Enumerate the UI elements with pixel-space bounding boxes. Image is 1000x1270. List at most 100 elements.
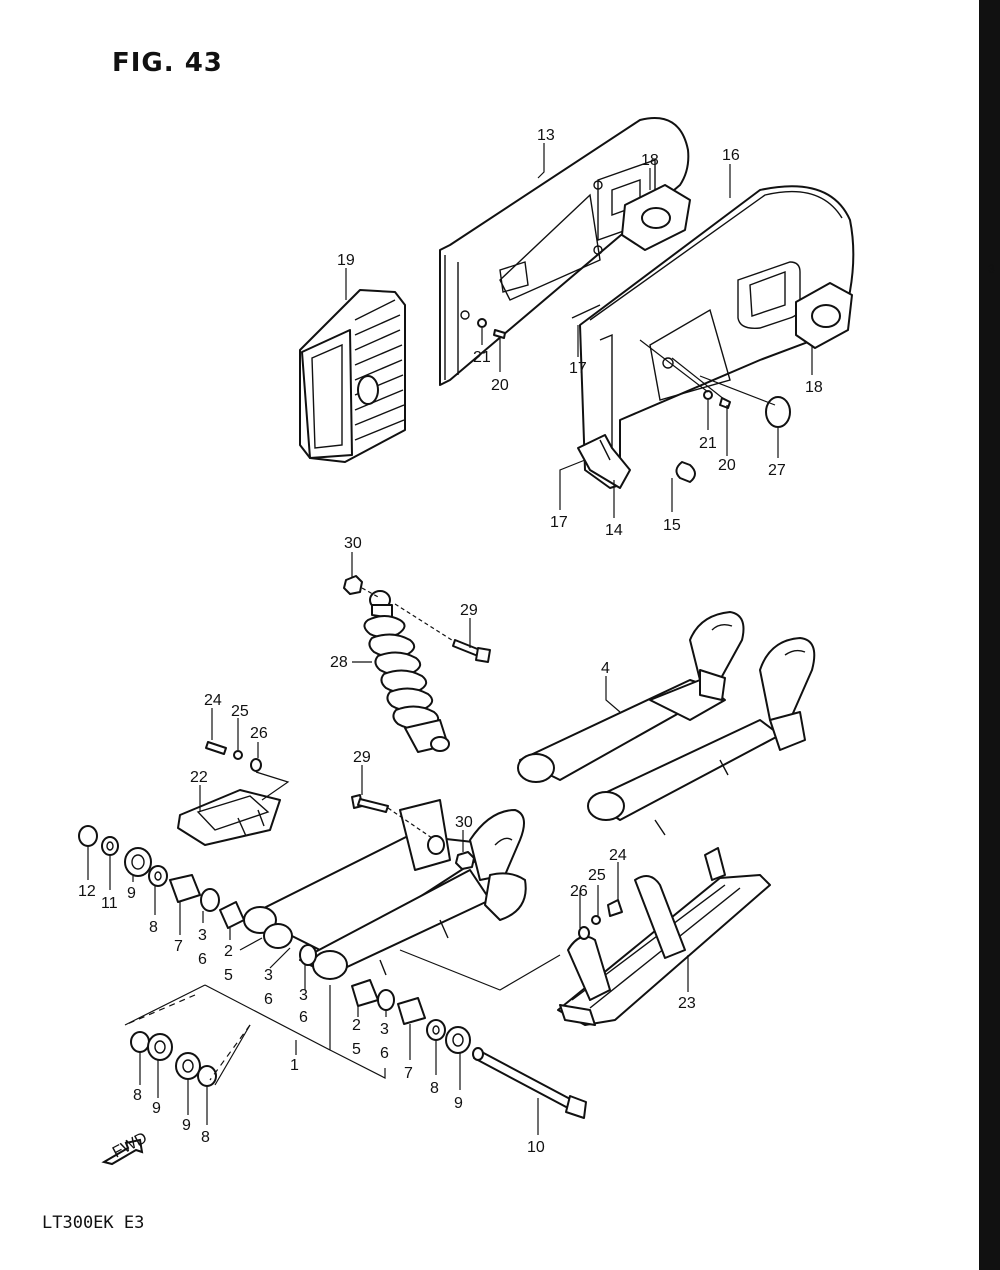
fwd-arrow-icon: FWD	[101, 1129, 150, 1166]
part-28-shock-absorber	[363, 590, 450, 753]
part-26-collar-lower	[578, 926, 590, 940]
callout-30: 30	[344, 535, 362, 552]
part-3-bearing-c	[377, 989, 395, 1011]
part-2-bushing-b	[351, 979, 379, 1007]
callout-10: 10	[527, 1139, 545, 1156]
part-27-cap	[765, 396, 791, 428]
callout-12: 12	[78, 883, 96, 900]
part-21-washer-lower	[703, 390, 713, 400]
part-23-skid-plate-lower	[557, 847, 771, 1026]
fwd-label: FWD	[110, 1129, 150, 1161]
part-8-washer-b	[426, 1019, 446, 1041]
callout-3: 3	[380, 1021, 389, 1038]
callout-17: 17	[569, 360, 587, 377]
part-26-collar-upper	[250, 758, 262, 772]
callout-28: 28	[330, 654, 348, 671]
callout-7: 7	[404, 1065, 413, 1082]
callout-4: 4	[601, 660, 610, 677]
callout-25: 25	[231, 703, 249, 720]
part-30-nut-upper	[343, 575, 363, 595]
part-24-bolt-lower	[607, 899, 623, 917]
callout-20: 20	[718, 457, 736, 474]
callout-1: 1	[290, 1057, 299, 1074]
part-15-clip	[675, 461, 696, 483]
model-code: LT300EK E3	[42, 1213, 145, 1233]
part-9-dust-seal-b	[445, 1026, 471, 1054]
callout-22: 22	[190, 769, 208, 786]
callout-5: 5	[352, 1041, 361, 1058]
callout-29: 29	[353, 749, 371, 766]
part-4-swing-arm	[517, 611, 816, 836]
part-9-dust-seal-d	[175, 1052, 201, 1080]
part-1-swing-arm-assembly	[243, 799, 527, 980]
part-20-screw-upper	[493, 329, 506, 339]
callout-25: 25	[588, 867, 606, 884]
callout-labels: 13 18 16 19 21 20 17 18 21 20 27 17 14 1…	[78, 127, 823, 1156]
part-14-case-bracket	[577, 434, 631, 489]
callout-23: 23	[678, 995, 696, 1012]
callout-18: 18	[641, 152, 659, 169]
part-18-rubber-pad-lower	[795, 282, 853, 349]
part-8-washer-d	[197, 1065, 217, 1087]
part-16-chain-case-outer	[571, 185, 855, 489]
callout-8: 8	[133, 1087, 142, 1104]
part-11-washer	[101, 836, 119, 856]
leader-lines	[87, 143, 813, 1135]
callout-13: 13	[537, 127, 555, 144]
callout-17: 17	[550, 514, 568, 531]
part-12-nut	[78, 825, 98, 847]
part-2-bushing-a	[219, 901, 245, 929]
callout-26: 26	[570, 883, 588, 900]
callout-2: 2	[224, 943, 233, 960]
part-9-dust-seal-a	[124, 847, 152, 877]
part-22-skid-plate	[177, 789, 281, 846]
callout-2: 2	[352, 1017, 361, 1034]
callout-19: 19	[337, 252, 355, 269]
part-3-bearing-b	[299, 944, 317, 966]
callout-16: 16	[722, 147, 740, 164]
callout-21: 21	[473, 349, 491, 366]
part-7-spacer-b	[397, 997, 426, 1025]
callout-21: 21	[699, 435, 717, 452]
callout-9: 9	[152, 1100, 161, 1117]
callout-3: 3	[198, 927, 207, 944]
part-10-pivot-shaft	[472, 1047, 587, 1119]
callout-14: 14	[605, 522, 623, 539]
callout-18: 18	[805, 379, 823, 396]
part-25-washer-lower	[591, 915, 601, 925]
callout-3: 3	[299, 987, 308, 1004]
part-19-rubber-guard	[299, 289, 406, 463]
callout-29: 29	[460, 602, 478, 619]
callout-6: 6	[264, 991, 273, 1008]
callout-3: 3	[264, 967, 273, 984]
part-21-washer-upper	[477, 318, 487, 328]
figure-title: FIG. 43	[112, 48, 223, 78]
part-8-washer-c	[130, 1031, 150, 1053]
adjacent-page-fragment: 3	[988, 262, 995, 276]
part-9-dust-seal-c	[147, 1033, 173, 1061]
part-18-rubber-pad-upper	[621, 184, 691, 251]
callout-5: 5	[224, 967, 233, 984]
callout-9: 9	[127, 885, 136, 902]
callout-6: 6	[380, 1045, 389, 1062]
callout-27: 27	[768, 462, 786, 479]
part-29-bolt-upper	[452, 639, 491, 663]
part-13-chain-case-inner	[439, 117, 690, 386]
callout-8: 8	[201, 1129, 210, 1146]
callout-8: 8	[430, 1080, 439, 1097]
callout-7: 7	[174, 938, 183, 955]
callout-24: 24	[204, 692, 222, 709]
page-edge-border	[979, 0, 1000, 1270]
part-29-bolt-lower	[351, 794, 389, 813]
part-7-spacer-a	[169, 874, 201, 903]
callout-6: 6	[299, 1009, 308, 1026]
part-25-washer-upper	[233, 750, 243, 760]
callout-20: 20	[491, 377, 509, 394]
part-24-bolt-upper	[205, 741, 227, 755]
callout-15: 15	[663, 517, 681, 534]
part-30-nut-lower	[455, 851, 475, 870]
callout-30: 30	[455, 814, 473, 831]
callout-9: 9	[454, 1095, 463, 1112]
callout-24: 24	[609, 847, 627, 864]
